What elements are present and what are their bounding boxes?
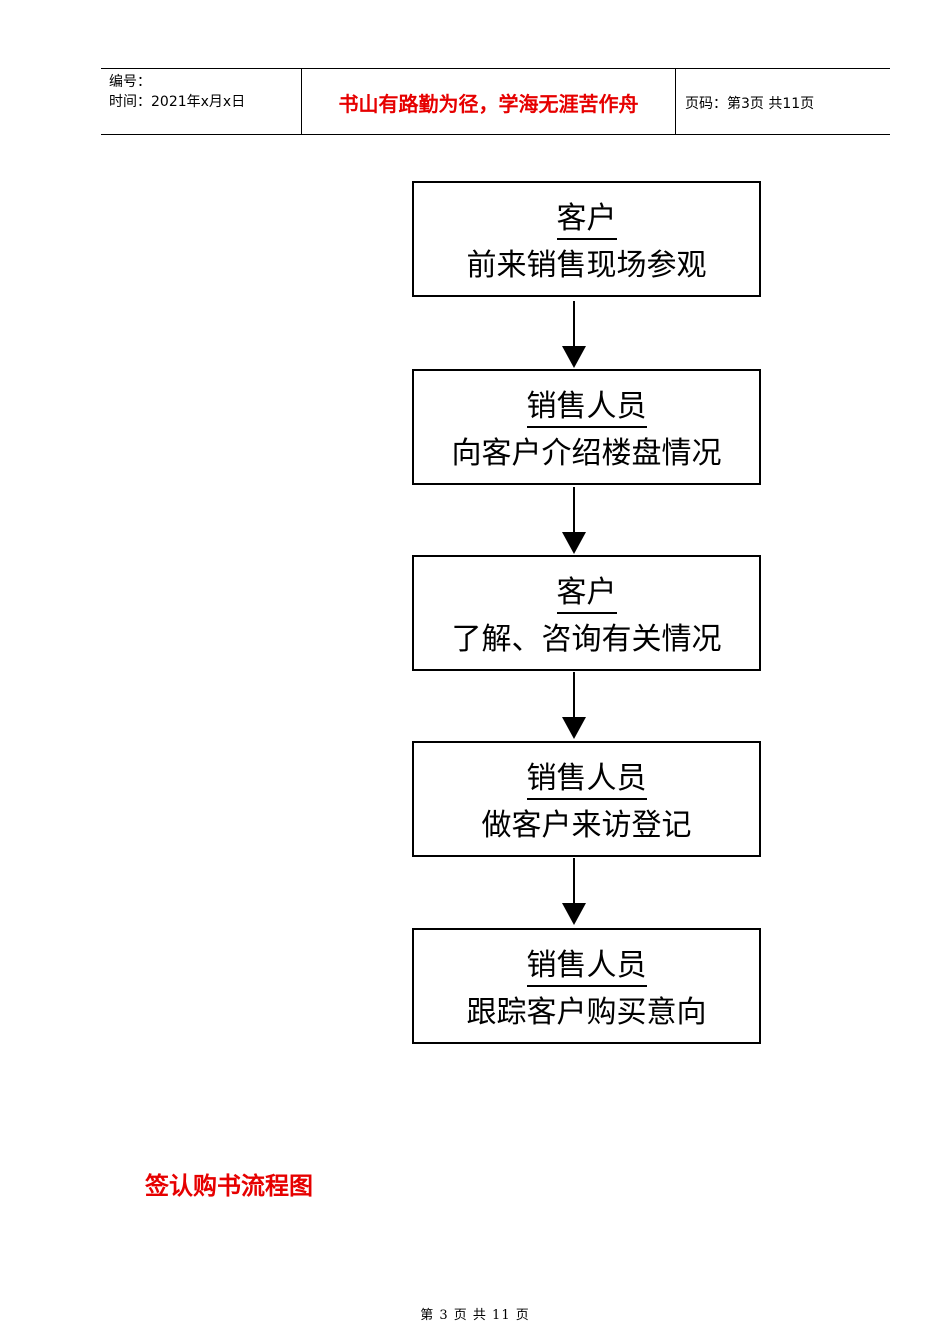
- flow-step-role: 客户: [556, 201, 617, 240]
- flow-step-action: 跟踪客户购买意向: [466, 995, 707, 1030]
- flow-arrow-line: [573, 672, 575, 718]
- flow-arrowhead: [562, 346, 586, 368]
- header-page-info: 页码：第3页 共11页: [685, 96, 815, 112]
- flow-arrow-line: [573, 487, 575, 533]
- flow-step-3: 客户 了解、咨询有关情况: [412, 555, 761, 671]
- flow-arrowhead: [562, 717, 586, 739]
- header-meta: 编号： 时间：2021年x月x日: [109, 72, 245, 112]
- flow-step-role: 客户: [556, 575, 617, 614]
- header-top-rule: [101, 68, 890, 69]
- flow-step-action: 向客户介绍楼盘情况: [451, 436, 722, 471]
- header-divider: [675, 68, 676, 135]
- page-footer: 第 3 页 共 11 页: [420, 1308, 530, 1323]
- header-motto: 书山有路勤为径，学海无涯苦作舟: [338, 92, 639, 116]
- flow-step-2: 销售人员 向客户介绍楼盘情况: [412, 369, 761, 485]
- time-label: 时间：2021年x月x日: [109, 94, 246, 110]
- flow-arrow-line: [573, 858, 575, 904]
- flow-arrowhead: [562, 903, 586, 925]
- flow-step-1: 客户 前来销售现场参观: [412, 181, 761, 297]
- number-label: 编号：: [109, 74, 151, 90]
- header-bottom-rule: [101, 134, 890, 135]
- flow-step-role: 销售人员: [526, 389, 647, 428]
- header-divider: [301, 68, 302, 135]
- flow-step-action: 做客户来访登记: [481, 808, 692, 843]
- flow-step-role: 销售人员: [526, 761, 647, 800]
- flow-step-4: 销售人员 做客户来访登记: [412, 741, 761, 857]
- flow-arrow-line: [573, 301, 575, 347]
- flow-step-5: 销售人员 跟踪客户购买意向: [412, 928, 761, 1044]
- flow-step-role: 销售人员: [526, 948, 647, 987]
- flow-step-action: 前来销售现场参观: [466, 248, 707, 283]
- flow-arrowhead: [562, 532, 586, 554]
- flow-step-action: 了解、咨询有关情况: [451, 622, 722, 657]
- section-title: 签认购书流程图: [145, 1171, 313, 1200]
